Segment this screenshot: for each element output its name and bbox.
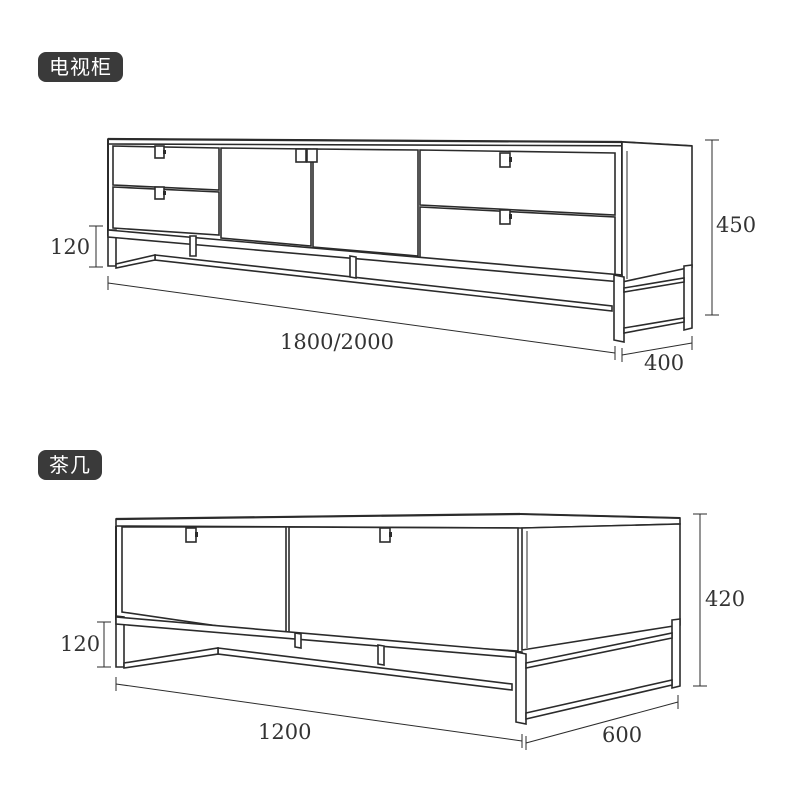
tv-cabinet-dimensions: 450 120 1800/2000 400: [50, 139, 756, 375]
handle-icon: [154, 145, 165, 159]
table-leg-dimension: 120: [60, 632, 100, 656]
handle-icon: [295, 148, 307, 163]
drawer-left-top: [112, 145, 220, 191]
handle-icon: [379, 527, 391, 543]
tv-depth-dimension: 400: [644, 351, 684, 375]
handle-icon: [185, 527, 197, 543]
handle-icon: [154, 186, 165, 200]
door-left: [220, 147, 312, 247]
tv-cabinet-drawing: [107, 137, 693, 343]
table-height-dimension: 420: [705, 587, 745, 611]
handle-icon: [499, 209, 511, 225]
handle-icon: [306, 148, 318, 163]
drawer-right-top: [419, 149, 616, 216]
coffee-table-base-frame: [115, 615, 681, 725]
drawer-left-bottom: [112, 186, 220, 236]
table-width-dimension: 1200: [258, 720, 311, 744]
coffee-table-drawing: [115, 512, 681, 725]
tv-width-dimension: 1800/2000: [280, 330, 394, 354]
tv-cabinet-label: 电视柜: [38, 52, 123, 82]
coffee-table-label: 茶几: [38, 450, 102, 480]
handle-icon: [499, 152, 511, 168]
door-right: [312, 148, 419, 257]
tv-height-dimension: 450: [716, 213, 756, 237]
tv-leg-dimension: 120: [50, 235, 90, 259]
tv-cabinet-side-panel: [621, 141, 693, 283]
coffee-table-side-panel: [521, 523, 681, 651]
table-depth-dimension: 600: [602, 723, 642, 747]
drawer-front-right: [288, 526, 519, 652]
tv-cabinet-base-frame: [107, 229, 693, 343]
coffee-table-dimensions: 420 120 1200 600: [60, 513, 745, 750]
